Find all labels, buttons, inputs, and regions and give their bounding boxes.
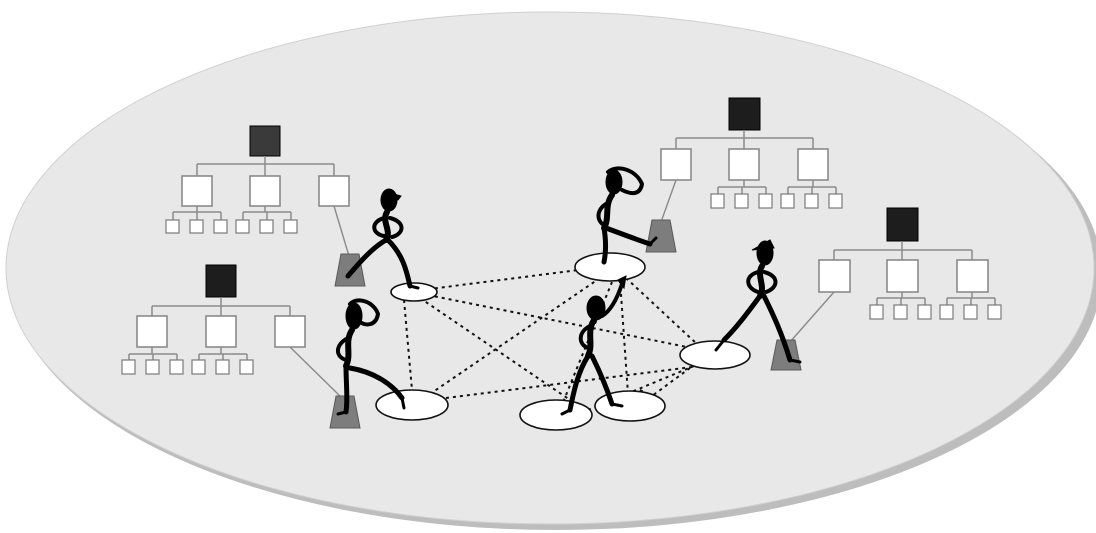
org-leaf-box <box>121 359 136 375</box>
org-chart-right <box>770 207 1002 371</box>
network-link <box>651 367 691 397</box>
person-pad <box>519 399 593 431</box>
org-leaf-box <box>235 219 250 234</box>
org-leaf-box <box>169 359 184 375</box>
org-leaf-box <box>804 193 819 209</box>
network-link <box>403 299 413 391</box>
org-leaf-box <box>963 304 978 320</box>
person-pad <box>594 390 666 422</box>
org-leaf-box <box>213 219 228 234</box>
org-dept-box <box>318 175 350 207</box>
person-pad <box>390 282 438 302</box>
org-leaf-box <box>215 359 230 375</box>
person-pad <box>679 340 751 370</box>
org-head-box <box>205 264 237 298</box>
org-dept-box <box>886 259 919 293</box>
network-link <box>445 365 701 399</box>
org-chart-top-left <box>165 125 366 287</box>
org-dept-box <box>818 259 851 293</box>
org-leaf-box <box>734 193 749 209</box>
person-figure <box>596 166 658 265</box>
org-chart-bottom-left <box>121 264 361 429</box>
person-figure <box>560 275 627 416</box>
org-leaf-box <box>145 359 160 375</box>
org-leaf-box <box>165 219 180 234</box>
org-chart-top-right <box>645 97 843 253</box>
org-leaf-box <box>828 193 843 209</box>
person-pad <box>375 389 449 421</box>
org-head-box <box>728 97 761 131</box>
person-figure <box>714 239 802 364</box>
network-link <box>625 277 699 346</box>
org-dept-box <box>660 148 692 181</box>
network-boundary-ellipse <box>5 11 1095 525</box>
org-dept-box <box>181 175 213 207</box>
org-leaf-box <box>239 359 254 375</box>
org-dept-box <box>956 259 989 293</box>
org-dept-box <box>728 148 760 181</box>
person-figure <box>345 188 420 290</box>
network-link <box>619 279 629 395</box>
org-dept-box <box>205 315 237 348</box>
org-leaf-box <box>283 219 298 234</box>
network-link <box>587 365 695 411</box>
person-figure <box>336 298 406 416</box>
org-dept-box <box>136 315 168 348</box>
org-dept-box <box>249 175 281 207</box>
org-leaf-box <box>710 193 725 209</box>
org-leaf-box <box>191 359 206 375</box>
org-head-box <box>886 207 919 242</box>
person-pad <box>574 252 646 282</box>
network-link <box>413 265 611 292</box>
org-dept-box <box>274 315 306 348</box>
org-leaf-box <box>917 304 932 320</box>
org-head-box <box>249 125 281 157</box>
org-leaf-box <box>869 304 884 320</box>
org-leaf-box <box>758 193 773 209</box>
org-dept-box <box>797 148 829 181</box>
org-leaf-box <box>189 219 204 234</box>
org-leaf-box <box>987 304 1002 320</box>
org-leaf-box <box>939 304 954 320</box>
org-leaf-box <box>259 219 274 234</box>
org-leaf-box <box>893 304 908 320</box>
org-leaf-box <box>780 193 795 209</box>
